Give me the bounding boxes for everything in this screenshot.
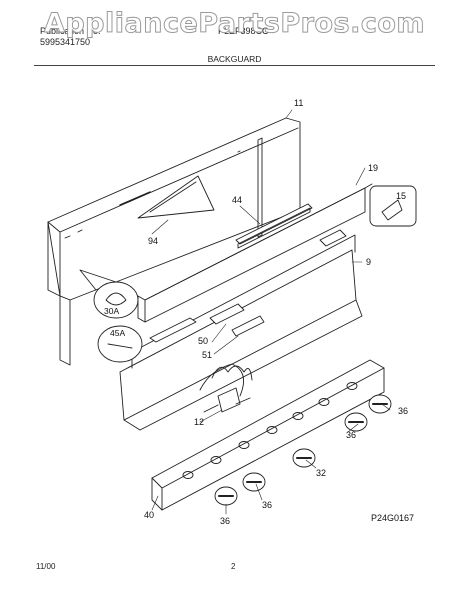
callout-40: 40 bbox=[144, 510, 154, 520]
callout-45a: 45A bbox=[110, 328, 125, 338]
callout-36: 36 bbox=[346, 430, 356, 440]
callout-30a: 30A bbox=[104, 306, 119, 316]
knob bbox=[214, 486, 238, 506]
section-title: BACKGUARD bbox=[207, 54, 262, 64]
triangle-bracket bbox=[137, 175, 215, 219]
callout-51: 51 bbox=[202, 350, 212, 360]
callout-36: 36 bbox=[220, 516, 230, 526]
page-number: 2 bbox=[231, 562, 236, 571]
leader-lines bbox=[151, 109, 391, 515]
callout-36: 36 bbox=[262, 500, 272, 510]
callout-32: 32 bbox=[316, 468, 326, 478]
callout-94: 94 bbox=[148, 236, 158, 246]
callout-15: 15 bbox=[396, 191, 406, 201]
header-rule bbox=[34, 65, 435, 66]
callout-11: 11 bbox=[294, 98, 303, 108]
manifold-panel bbox=[151, 359, 385, 511]
callout-19: 19 bbox=[368, 163, 378, 173]
knob bbox=[344, 412, 368, 432]
footer-date: 11/00 bbox=[36, 562, 56, 571]
callout-50: 50 bbox=[198, 336, 208, 346]
control-panel-glass bbox=[137, 183, 373, 323]
knob bbox=[368, 394, 392, 414]
callout-44: 44 bbox=[232, 195, 242, 205]
publication-number: 5995341750 bbox=[40, 37, 91, 47]
callout-bubbles bbox=[79, 185, 417, 363]
control-knobs bbox=[214, 394, 392, 506]
diagram-code: P24G0167 bbox=[371, 513, 415, 523]
trim-strip bbox=[235, 203, 313, 249]
callout-12: 12 bbox=[194, 417, 204, 427]
infinite-switch-coil bbox=[199, 363, 253, 413]
callout-9: 9 bbox=[366, 257, 371, 267]
model-number: PLEF398CC bbox=[218, 26, 269, 36]
knob bbox=[242, 472, 266, 492]
callout-36: 36 bbox=[398, 406, 408, 416]
mounting-clips bbox=[149, 303, 265, 343]
publication-label: Publication No. bbox=[40, 26, 101, 36]
